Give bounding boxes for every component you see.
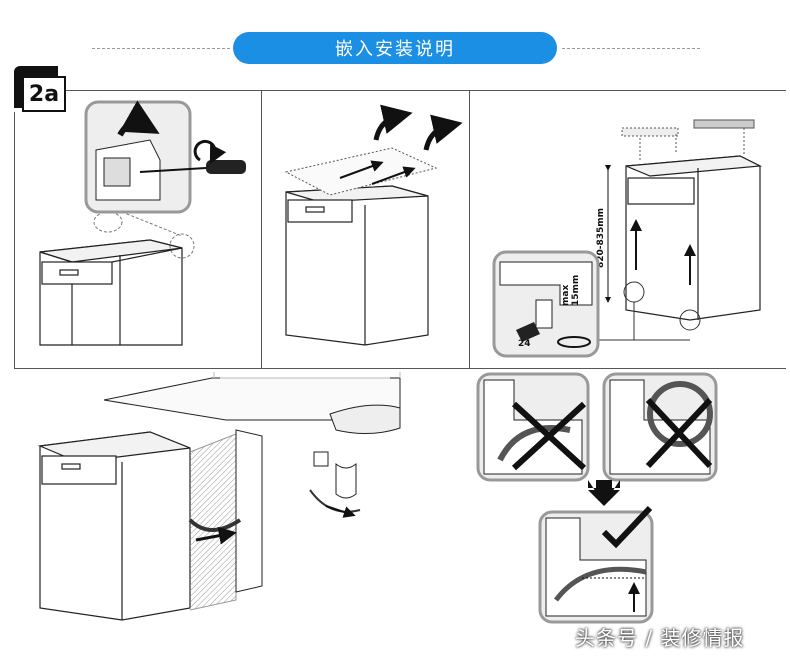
dishwasher-unit-4 [37,431,191,621]
adjustable-foot-icon [535,299,553,329]
lift-arrow-icon-left [373,104,413,141]
max-adjust-label: max15mm [561,275,581,306]
wrench-size-label: 24 [518,339,531,349]
panel-height-adjust: 820-835mm max15mm 24 [492,119,763,358]
panel-lift-top [284,104,463,346]
water-valve-icon [313,451,329,467]
watermark: 头条号 / 装修情报 [575,626,745,650]
header-divider-left [92,48,230,49]
panel-left-edge [14,112,15,368]
dishwasher-unit-1 [39,239,183,346]
check-icon [601,505,653,549]
slide-arrow-icon [339,160,384,179]
panel-divider-2 [469,90,470,368]
callout-circle-left [93,211,123,233]
panel-remove-top [39,100,246,346]
callout-circle-right [169,233,195,259]
cabinet-door [235,429,263,593]
height-range-label: 820-835mm [596,208,606,268]
dishwasher-unit-3 [625,155,763,321]
rotate-arrow-icon [117,100,160,137]
foot-callout-right [679,309,701,331]
push-arrow-icon [195,526,237,545]
hose-icon [188,518,242,532]
wrench-icon [516,322,540,342]
step-badge: 2a [22,76,66,112]
header-divider-right [562,48,700,49]
cross-icon-2 [645,397,713,469]
panel-slide-in [37,372,401,621]
top-cover-sheet [284,147,438,196]
screwdriver-icon [139,139,246,174]
drain-pipe-icon [335,462,357,499]
panel-border-middle [14,368,786,369]
top-rail-right [693,119,755,129]
panel-divider-1 [261,90,262,368]
cross-icon-1 [511,401,587,471]
countertop [103,377,401,421]
top-rail-left [621,127,679,137]
dishwasher-unit-2 [285,185,429,346]
sink-icon [329,404,401,435]
lift-arrow-icon-right [423,114,463,151]
page-title: 嵌入安装说明 [233,32,557,64]
panel-hose-routing [476,372,718,624]
panel-border-top [66,90,786,91]
